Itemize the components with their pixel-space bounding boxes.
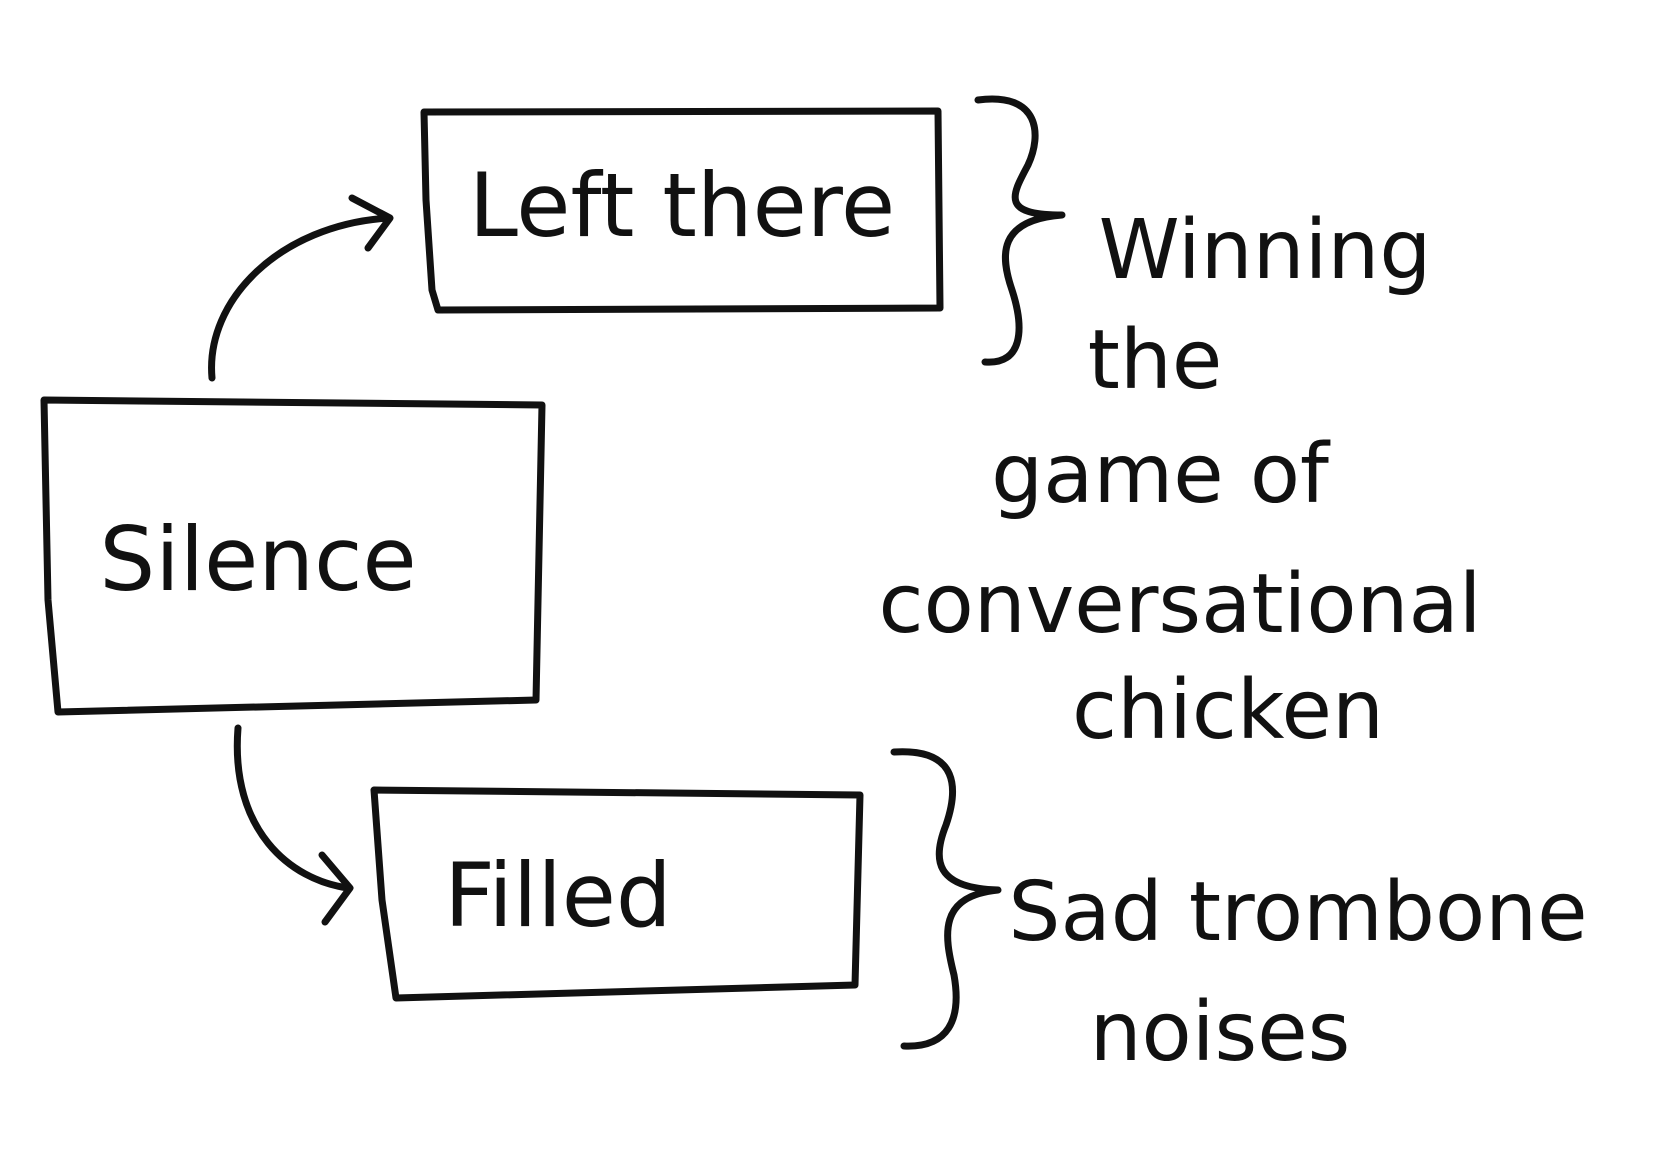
node-filled-label: Filled xyxy=(444,844,672,947)
node-silence-label: Silence xyxy=(99,508,416,611)
node-left-there-label: Left there xyxy=(469,154,895,257)
node-filled: Filled xyxy=(370,786,864,1002)
arrow-silence-to-left-there xyxy=(208,194,394,382)
note-winning-line-1: Winning xyxy=(1099,203,1432,298)
note-winning-line-3: game of xyxy=(991,427,1331,522)
arrow-silence-to-filled xyxy=(233,724,354,926)
brace-filled-icon xyxy=(890,748,1002,1050)
note-sad-line-1: Sad trombone xyxy=(1008,865,1587,960)
node-filled-border xyxy=(370,786,864,1002)
arrow-silence-to-left-there-head-icon xyxy=(348,194,394,252)
arrow-silence-to-filled-line xyxy=(233,724,352,892)
note-sad: Sad trombone noises xyxy=(1008,865,1587,1080)
node-silence-border xyxy=(40,396,546,716)
arrow-silence-to-left-there-line xyxy=(208,214,392,382)
note-winning-line-4: conversational xyxy=(879,557,1482,652)
arrow-silence-to-filled-head-icon xyxy=(318,851,354,926)
note-winning: Winning the game of conversational chick… xyxy=(879,203,1482,758)
note-winning-line-2: the xyxy=(1088,313,1223,408)
node-left-there-border xyxy=(420,107,944,314)
note-winning-line-5: chicken xyxy=(1072,663,1384,758)
node-left-there: Left there xyxy=(420,107,944,314)
node-silence: Silence xyxy=(40,396,546,716)
note-sad-line-2: noises xyxy=(1090,985,1351,1080)
brace-left-there-icon xyxy=(974,95,1066,366)
